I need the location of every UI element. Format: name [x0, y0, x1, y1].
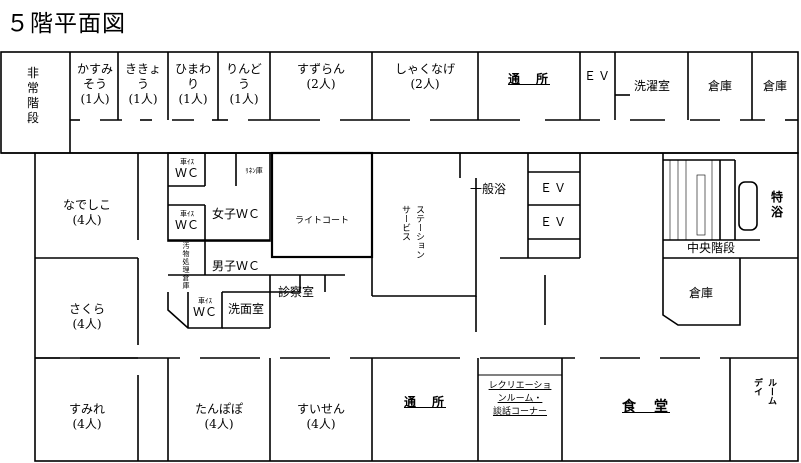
service-station-label-1: サービス [400, 205, 410, 241]
passage-top-label: 通 所 [507, 72, 550, 86]
storage-top1-label: 倉庫 [707, 79, 732, 93]
room-nadeshiko-label: なでしこ(4人) [62, 198, 111, 227]
storage-mid-label: 倉庫 [688, 286, 713, 300]
ev-top-label: ＥＶ [583, 69, 612, 83]
exam-room-label: 診察室 [277, 285, 314, 299]
room-suzuran-label: すずらん(2人) [296, 62, 345, 91]
storage-top2-label: 倉庫 [762, 79, 787, 93]
day-room-label-2: ルーム [766, 378, 776, 405]
room-sumire-label: すみれ(4人) [68, 402, 105, 431]
ev-mid1-label: ＥＶ [539, 181, 568, 195]
washroom-label: 洗面室 [227, 302, 264, 316]
linen-storage-label: ﾘﾈﾝ庫 [245, 167, 263, 175]
emergency-stairs-label: 非常階段 [26, 66, 39, 125]
laundry-label: 洗濯室 [633, 79, 670, 93]
general-bath-label: 一般浴 [469, 182, 506, 196]
ev-mid2-label: ＥＶ [539, 215, 568, 229]
room-kikyou-label: ききょう(1人) [124, 62, 161, 106]
room-suisen-label: すいせん(4人) [296, 402, 345, 431]
dining-label: 食 堂 [622, 399, 670, 415]
room-himawari-label: ひまわり(1人) [174, 62, 211, 106]
day-room-label-1: デイ [752, 378, 762, 396]
room-rindou-label: りんどう(1人) [226, 62, 262, 106]
womens-wc-label: 女子ＷＣ [211, 207, 260, 221]
room-sakura-label: さくら(4人) [68, 302, 105, 331]
room-shakunage-label: しゃくなげ(2人) [394, 62, 455, 91]
floor-plan-title: ５階平面図 [6, 11, 126, 37]
mens-wc-label: 男子ＷＣ [211, 259, 260, 273]
service-station-label-2: ステーション [414, 205, 424, 259]
recreation-room-label: レクリエーションルーム・談話コーナー [488, 381, 552, 417]
light-court-label: ライトコート [294, 216, 349, 226]
special-bath-label: 特浴 [770, 190, 783, 219]
passage-bottom-label: 通 所 [403, 395, 446, 409]
central-stairs-label: 中央階段 [686, 241, 735, 255]
room-tanpopo-label: たんぽぽ(4人) [194, 402, 243, 431]
room-kasumisou-label: かすみそう(1人) [76, 62, 113, 106]
dirty-storage-label: 汚物処理倉庫 [182, 242, 190, 290]
